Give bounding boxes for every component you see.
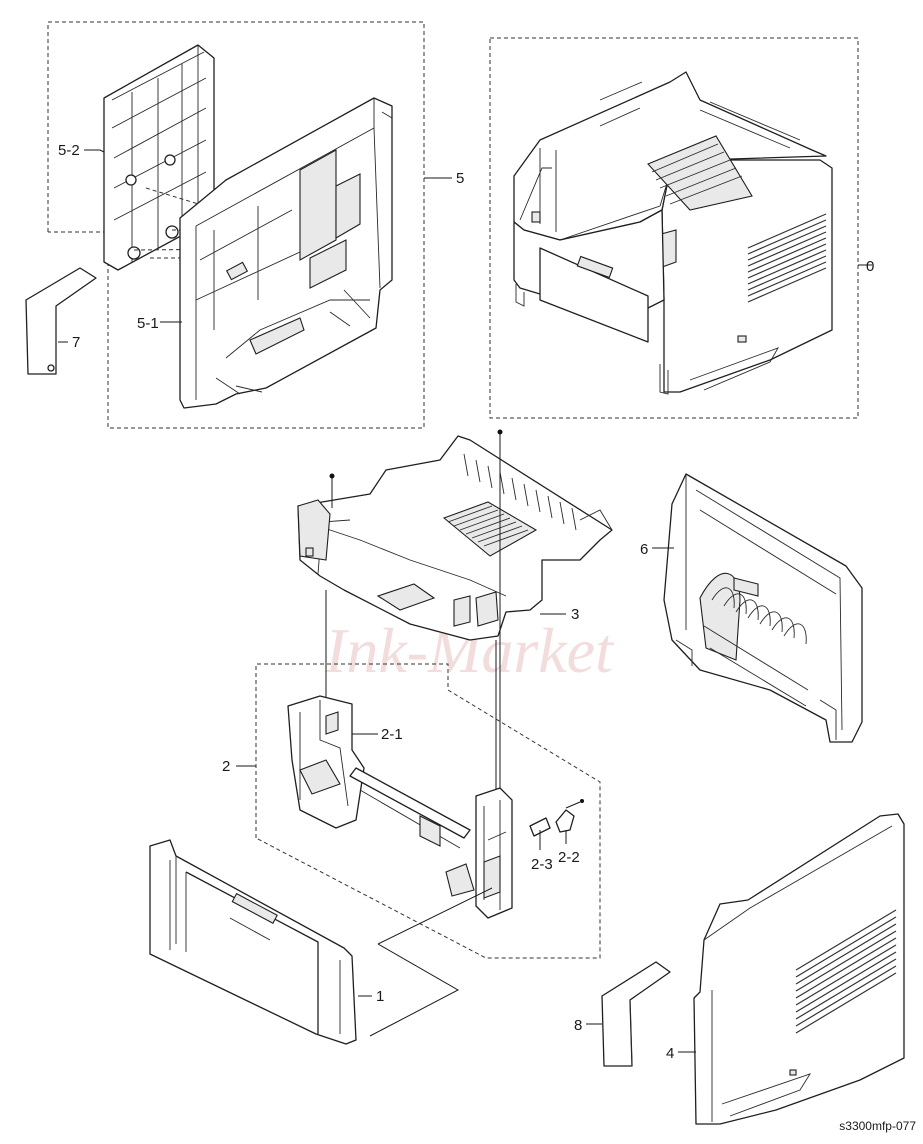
part-5-1: [179, 97, 393, 409]
group-5-boundary: [47, 21, 425, 429]
group-2-boundary: [255, 663, 601, 959]
part-4-side-cover: [693, 813, 905, 1125]
part-2-right-guide: [475, 787, 513, 919]
part-6-roller-fins: [699, 572, 809, 707]
part-6-rear-door: [663, 473, 863, 743]
callout-4: 4: [666, 1045, 674, 1062]
part-3-frame: [297, 435, 613, 641]
part-7: [25, 267, 97, 375]
part-0-vent-grille: [747, 213, 827, 303]
callout-8: 8: [574, 1017, 582, 1034]
part-8: [601, 961, 671, 1067]
assembly-guides-main: [325, 470, 501, 792]
callout-1: 1: [376, 988, 384, 1005]
part-3-rear-vents: [463, 453, 577, 531]
leader-lines: [58, 149, 872, 1053]
part-2-shaft: [349, 767, 475, 897]
figure-id: s3300mfp-077: [839, 1119, 916, 1133]
callout-2-2: 2-2: [558, 849, 580, 866]
callout-3: 3: [571, 606, 579, 623]
callout-7: 7: [72, 334, 80, 351]
frame-screws: [329, 429, 503, 508]
part-2-3: [529, 817, 551, 837]
callout-5-1: 5-1: [137, 315, 159, 332]
callout-5: 5: [456, 170, 464, 187]
callout-2-3: 2-3: [531, 856, 553, 873]
part-4-vent-grille: [795, 909, 897, 1034]
callout-2: 2: [222, 758, 230, 775]
part-1-guide-lines: [369, 887, 493, 1037]
group-0-boundary: [489, 37, 859, 419]
callout-0: 0: [866, 258, 874, 275]
part-2-2: [555, 799, 584, 833]
part-1-front-cover: [149, 839, 357, 1045]
part-0-assembled-printer: [513, 71, 833, 395]
callout-2-1: 2-1: [381, 726, 403, 743]
part-2-1: [287, 695, 365, 829]
callout-5-2: 5-2: [58, 142, 80, 159]
callout-6: 6: [640, 541, 648, 558]
